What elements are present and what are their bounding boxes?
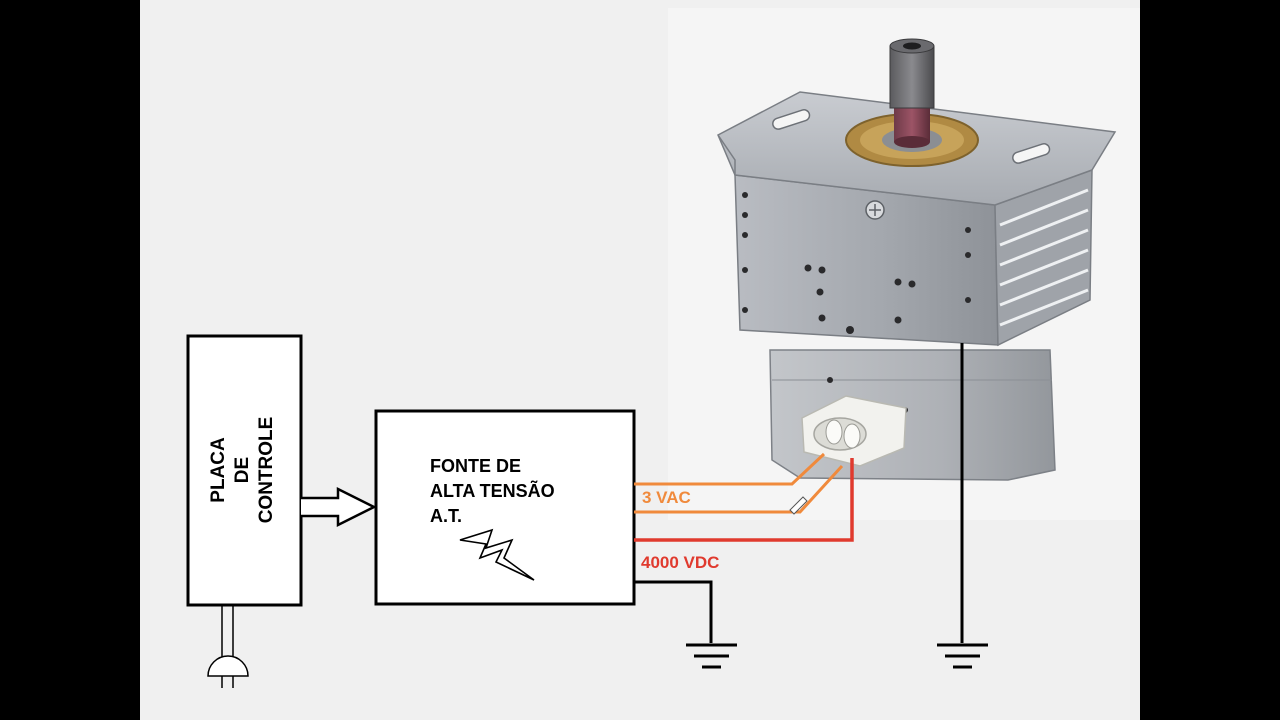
control-board-label-line1: PLACA: [208, 437, 229, 503]
power-supply-label-line2: ALTA TENSÃO: [430, 480, 555, 501]
power-supply-label-line3: A.T.: [430, 506, 462, 526]
power-supply-box: [376, 411, 634, 604]
magnetron-icon: [668, 8, 1140, 520]
power-supply-label-line1: FONTE DE: [430, 456, 521, 476]
anode-voltage-label: 4000 VDC: [641, 553, 719, 572]
control-board-label-line3: CONTROLE: [256, 417, 277, 524]
right-side-bar: [1140, 0, 1280, 720]
left-side-bar: [0, 0, 140, 720]
filament-voltage-label: 3 VAC: [642, 488, 691, 507]
control-board-label-line2: DE: [232, 457, 253, 483]
